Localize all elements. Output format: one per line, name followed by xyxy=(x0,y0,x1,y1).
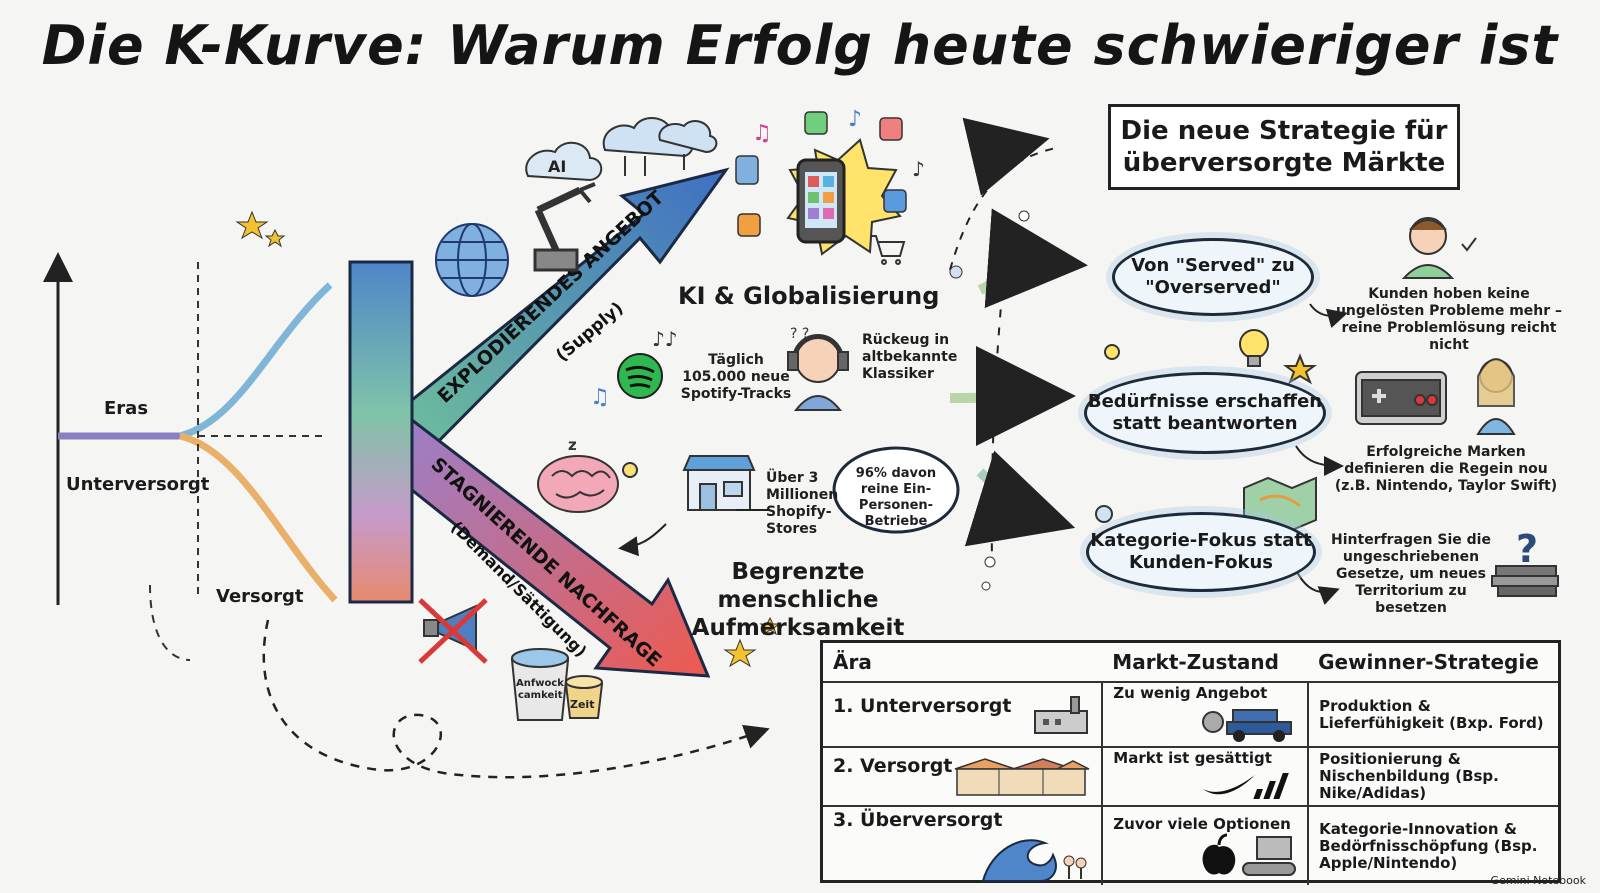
globe-icon xyxy=(435,223,509,297)
svg-text:♫: ♫ xyxy=(752,121,772,146)
eras-label: Eras xyxy=(104,398,149,419)
phone-apps-icon xyxy=(786,138,902,256)
factory-icon xyxy=(1034,695,1089,734)
apple-console-icon xyxy=(1202,833,1297,876)
lower-arrow-shape xyxy=(410,416,711,678)
svg-text:Zeit: Zeit xyxy=(570,698,594,711)
nike-adidas-icon xyxy=(1203,773,1289,799)
svg-text:? ?: ? ? xyxy=(790,326,809,342)
happy-person-icon xyxy=(1401,217,1477,279)
nes-controller-icon xyxy=(1355,371,1447,425)
table-cell-state: Zu wenig Angebot xyxy=(1113,684,1268,702)
svg-text:♪: ♪ xyxy=(912,157,925,181)
table-cell-state: Zuvor viele Optionen xyxy=(1113,814,1291,833)
era-curve-up xyxy=(179,282,333,440)
table-cell-strategy: Positionierung & Nischenbildung (Bsp. Ni… xyxy=(1308,746,1558,806)
person-headphones-icon: ? ? xyxy=(787,326,849,411)
market-stalls-icon xyxy=(955,757,1090,796)
table-cell-era: 3. Überversorgt xyxy=(833,809,1003,831)
table-header-row: Ära Markt-Zustand Gewinner-Strategie xyxy=(823,643,1558,682)
table-cell-era: 1. Unterversorgt xyxy=(833,694,1012,717)
era-table: Ära Markt-Zustand Gewinner-Strategie 1. … xyxy=(820,640,1561,885)
table-cell-strategy: Produktion & Lieferfühigkeit (Bxp. Ford) xyxy=(1308,681,1558,747)
unterversorgt-label: Unterversorgt xyxy=(66,474,210,495)
vintage-car-icon xyxy=(1202,709,1293,742)
upper-arrow-shape xyxy=(410,167,730,472)
page-title: Die K-Kurve: Warum Erfolg heute schwieri… xyxy=(41,14,1559,77)
spotify-note: Täglich 105.000 neue Spotify-Tracks xyxy=(680,352,792,402)
rueckzug-note: Rückeug in altbekannte Klassiker xyxy=(862,332,958,382)
era-curve-down xyxy=(179,432,338,603)
table-cell-state: Markt ist gesättigt xyxy=(1113,749,1272,767)
table-header: Markt-Zustand xyxy=(1112,650,1279,674)
robot-arm-icon xyxy=(533,182,596,272)
einpersonen-note: 96% davon reine Ein-Personen-Betriebe xyxy=(855,466,937,529)
svg-text:♫: ♫ xyxy=(590,385,610,410)
strategy-banner: Die neue Strategie für überversorgte Mär… xyxy=(1108,104,1460,190)
shop-icon xyxy=(682,455,756,511)
stat-bubble xyxy=(832,446,960,534)
table-header: Ära xyxy=(833,650,872,674)
k-vertical-bar xyxy=(348,260,414,604)
banner-line-2: überversorgte Märkte xyxy=(1122,148,1446,178)
svg-text:Anfwock: Anfwock xyxy=(516,678,564,689)
ai-cloud-icon: AI xyxy=(525,142,603,182)
svg-text:z: z xyxy=(568,436,577,454)
cloud-download-icon xyxy=(602,116,718,176)
wave-icon xyxy=(981,839,1087,882)
svg-text:camkeit: camkeit xyxy=(518,690,563,701)
strategy-note-2: Erfolgreiche Marken definieren die Regei… xyxy=(1334,444,1558,494)
strategy-note-3: Hinterfragen Sie die ungeschriebenen Ges… xyxy=(1331,532,1491,616)
muted-megaphone-icon xyxy=(418,598,488,664)
table-cell-strategy: Kategorie-Innovation & Bedörfnisschöpfun… xyxy=(1308,805,1558,885)
table-row: 2. Versorgt Markt ist gesättigt xyxy=(823,746,1558,806)
stars-icon xyxy=(235,210,781,668)
svg-text:?: ? xyxy=(1516,527,1538,571)
cart-icon xyxy=(870,235,906,265)
shopify-note: Über 3 Millionen Shopify-Stores xyxy=(766,470,839,537)
buckets-icon: Anfwock camkeit Zeit xyxy=(510,648,604,721)
table-row: 1. Unterversorgt Zu wenig Angebot Produk… xyxy=(823,681,1558,747)
gemini-notebook-logo: Gemini Notebook xyxy=(1490,874,1586,887)
strategy-pill-kategorie: Kategorie-Fokus statt Kunden-Fokus xyxy=(1086,512,1316,592)
singer-icon xyxy=(1476,358,1516,435)
ki-globalisierung-label: KI & Globalisierung xyxy=(678,282,940,310)
app-icons-icon: ♫ ♪ ♪ xyxy=(735,107,925,237)
svg-text:♪♪: ♪♪ xyxy=(652,327,678,351)
table-cell-era: 2. Versorgt xyxy=(833,754,953,777)
brain-icon: z xyxy=(537,436,638,513)
aufmerksamkeit-label: Begrenzte menschliche Aufmerksamkeit xyxy=(691,559,905,641)
strategy-pill-beduerfnisse: Bedürfnisse erschaffen statt beantworten xyxy=(1084,372,1326,454)
strategy-pill-served: Von "Served" zu "Overserved" xyxy=(1112,238,1314,316)
svg-text:♪: ♪ xyxy=(848,107,862,132)
question-books-icon: ? xyxy=(1491,527,1559,597)
lightbulb-icon xyxy=(1104,329,1317,385)
versorgt-label: Versorgt xyxy=(216,586,304,607)
banner-line-1: Die neue Strategie für xyxy=(1120,116,1448,146)
table-header: Gewinner-Strategie xyxy=(1318,650,1539,674)
table-row: 3. Überversorgt Zuvor viele Optionen Kat… xyxy=(823,805,1558,885)
svg-text:AI: AI xyxy=(548,157,566,176)
loop-arrow xyxy=(262,619,770,779)
strategy-note-1: Kunden hoben keine ungelösten Probleme m… xyxy=(1335,286,1563,353)
spotify-icon: ♫ ♪♪ xyxy=(590,327,678,410)
